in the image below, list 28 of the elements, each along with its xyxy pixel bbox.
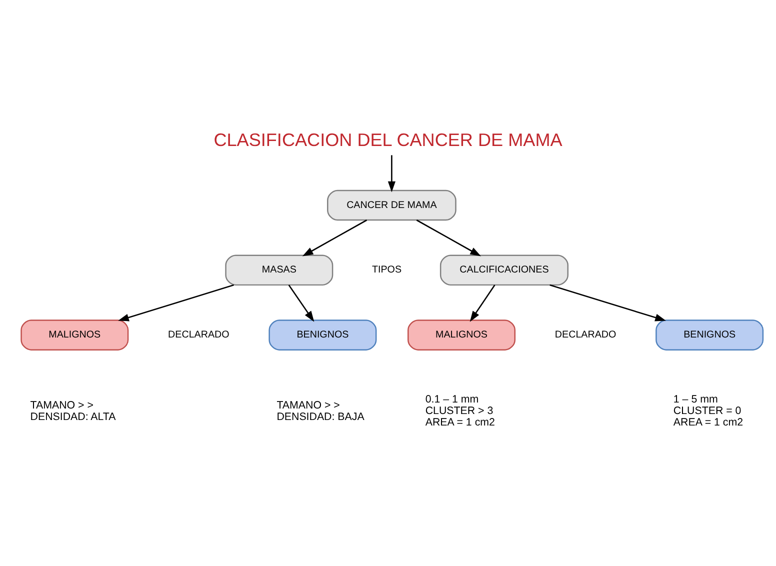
node-label: 0.1 – 1 mm: [425, 394, 479, 406]
label: DECLARADO: [554, 330, 616, 341]
arrow: [302, 220, 368, 256]
node-label: CLUSTER = 0: [673, 405, 742, 418]
diagram-title: CLASIFICACION DEL CANCER DE MAMA: [214, 130, 562, 150]
node-label: DENSIDAD: ALTA: [30, 410, 116, 423]
node-box: MALIGNOS: [20, 320, 129, 350]
arrow: [550, 284, 666, 322]
node-label: TAMANO > >: [30, 399, 94, 412]
node-label: AREA = 1 cm2: [673, 416, 744, 429]
node-box: BENIGNOS: [268, 320, 377, 350]
node-label: AREA = 1 cm2: [425, 416, 495, 429]
node-label: CLUSTER > 3: [425, 405, 494, 418]
node-box: MASAS: [225, 254, 334, 286]
node-label: DENSIDAD: BAJA: [276, 410, 364, 423]
arrow: [388, 155, 396, 192]
node-box: BENIGNOS: [656, 320, 764, 350]
arrow: [416, 220, 482, 256]
node-box: MALIGNOS: [408, 320, 516, 350]
label: TIPOS: [372, 264, 402, 276]
node-label: 1 – 5 mm: [673, 394, 718, 406]
arrow: [470, 284, 496, 322]
node-box: CALCIFICACIONES: [440, 254, 568, 286]
node-label: TAMANO > >: [276, 399, 340, 412]
node-box: CANCER DE MAMA: [327, 190, 456, 221]
label: DECLARADO: [168, 330, 230, 341]
arrow: [288, 284, 314, 322]
arrow: [118, 284, 234, 322]
